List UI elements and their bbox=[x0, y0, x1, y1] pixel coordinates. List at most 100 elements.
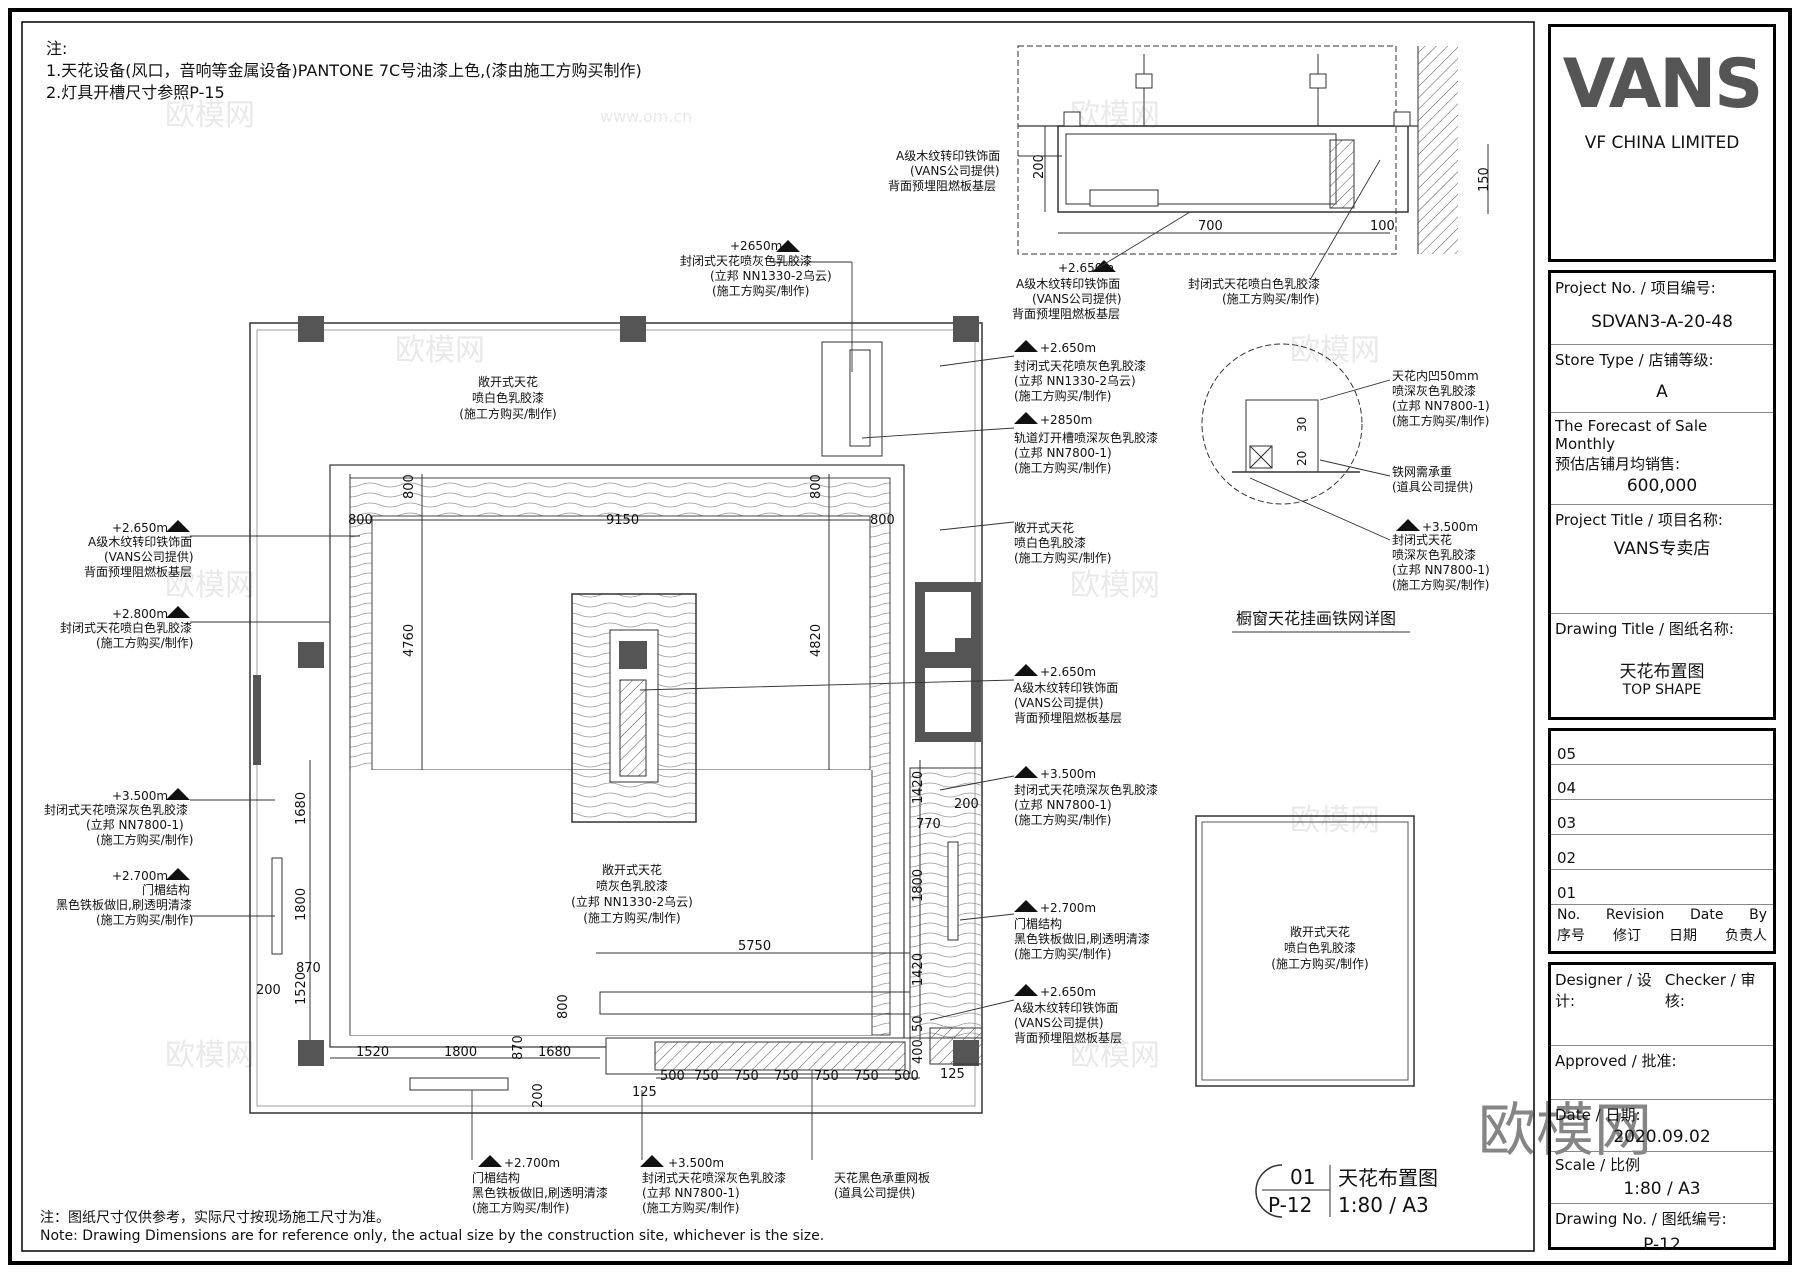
room-label-line: (施工方购买/制作) bbox=[459, 406, 556, 421]
light-fitting bbox=[1089, 189, 1159, 207]
column bbox=[953, 316, 979, 342]
elevation-label: +2.800m bbox=[112, 607, 168, 621]
dim-label: 4820 bbox=[809, 624, 824, 657]
designer-label: Designer / 设计: bbox=[1555, 971, 1652, 1010]
leader-lines bbox=[190, 261, 1015, 1160]
track-light-slot bbox=[849, 349, 871, 447]
drawing-no-label: Drawing No. / 图纸编号: bbox=[1555, 1210, 1727, 1228]
annotation-line: (道具公司提供) bbox=[1392, 479, 1473, 494]
approval-panel: Designer / 设计: Checker / 审核: Approved / … bbox=[1548, 962, 1776, 1255]
annotation-line: (施工方购买/制作) bbox=[1014, 550, 1111, 565]
dim-label: 4760 bbox=[402, 624, 417, 657]
project-no-label: Project No. / 项目编号: bbox=[1555, 279, 1716, 297]
detail-circle bbox=[1201, 343, 1363, 505]
annotation-line: (施工方购买/制作) bbox=[642, 1200, 739, 1215]
annotation-line: 封闭式天花喷深灰色乳胶漆 bbox=[642, 1170, 786, 1185]
revision-header: No. Revision Date By bbox=[1551, 905, 1773, 923]
dim-label: 100 bbox=[1370, 219, 1395, 234]
window-room-inner bbox=[1201, 821, 1409, 1081]
annotation-line: (施工方购买/制作) bbox=[1222, 291, 1319, 306]
annotation-line: 封闭式天花喷白色乳胶漆 bbox=[1188, 276, 1320, 291]
annotation-line: (VANS公司提供) bbox=[1014, 1015, 1104, 1030]
drawing-title-label: Drawing Title / 图纸名称: bbox=[1555, 620, 1734, 638]
room-label-line: 喷白色乳胶漆 bbox=[1284, 940, 1356, 955]
dim-label: 750 bbox=[694, 1069, 719, 1084]
forecast-label-cn: 预估店铺月均销售: bbox=[1555, 455, 1681, 473]
dim-label: 200 bbox=[954, 797, 979, 812]
annotation-line: (立邦 NN7800-1) bbox=[642, 1185, 740, 1200]
watermark: 欧模网 bbox=[165, 1038, 255, 1073]
annotation-line: 天花内凹50mm bbox=[1392, 368, 1479, 383]
dim-label: 700 bbox=[1198, 219, 1223, 234]
annotation-line: (施工方购买/制作) bbox=[472, 1200, 569, 1215]
dim-label: 1800 bbox=[911, 869, 926, 902]
room-label-line: 喷灰色乳胶漆 bbox=[596, 878, 668, 893]
drawing-stamp: 01 P-12 天花布置图 1:80 / A3 bbox=[1255, 1164, 1438, 1218]
wall-segment bbox=[253, 675, 261, 765]
elevation-label: +2.650m bbox=[1040, 341, 1096, 355]
watermark: 欧模网 bbox=[395, 333, 485, 368]
dim-label: 1800 bbox=[294, 888, 309, 921]
annotation-line: 黑色铁板做旧,刷透明清漆 bbox=[56, 897, 192, 912]
dim-label: 1800 bbox=[444, 1045, 477, 1060]
dim-label: 125 bbox=[940, 1067, 965, 1082]
annotation-line: 封闭式天花 bbox=[1392, 532, 1452, 547]
revision-header-cn: 序号 修订 日期 负责人 bbox=[1551, 923, 1773, 945]
dimension-lines bbox=[309, 474, 921, 1079]
elevation-label: +2.700m bbox=[112, 869, 168, 883]
date-value: 2020.09.02 bbox=[1613, 1127, 1711, 1147]
stamp-number: 01 bbox=[1290, 1165, 1315, 1189]
elevation-label: +3.500m bbox=[668, 1156, 724, 1170]
room-label-line: 敞开式天花 bbox=[602, 862, 662, 877]
watermark: 欧模网 bbox=[165, 98, 255, 133]
room-label-line: 敞开式天花 bbox=[1290, 924, 1350, 939]
door-header bbox=[947, 841, 959, 941]
annotation-line: 封闭式天花喷深灰色乳胶漆 bbox=[44, 802, 188, 817]
rev-header-date: Date bbox=[1690, 907, 1724, 923]
window-room-outline bbox=[1195, 815, 1415, 1087]
revision-row: 05 bbox=[1551, 731, 1773, 765]
watermark-url: www.om.cn bbox=[600, 107, 692, 126]
annotation-line: (施工方购买/制作) bbox=[712, 283, 809, 298]
annotation-line: A级木纹转印铁饰面 bbox=[896, 148, 1000, 163]
elevation-label: +2.650m bbox=[1040, 665, 1096, 679]
dim-label: 800 bbox=[809, 474, 824, 499]
stamp-scale: 1:80 / A3 bbox=[1338, 1193, 1429, 1217]
dim-label: 1680 bbox=[294, 792, 309, 825]
watermark: 欧模网 bbox=[1070, 568, 1160, 603]
annotation-line: (立邦 NN7800-1) bbox=[1392, 398, 1490, 413]
island-column bbox=[619, 641, 647, 669]
annotation-line: 天花黑色承重网板 bbox=[834, 1170, 930, 1185]
annotation-line: (施工方购买/制作) bbox=[96, 912, 193, 927]
annotation-line: (施工方购买/制作) bbox=[96, 832, 193, 847]
rev-header-date-cn: 日期 bbox=[1669, 928, 1697, 944]
annotation-line: (立邦 NN7800-1) bbox=[1014, 797, 1112, 812]
elevation-label: +2650m bbox=[730, 239, 782, 253]
ceiling-plan bbox=[249, 316, 983, 1114]
annotation-line: A级木纹转印铁饰面 bbox=[1016, 276, 1120, 291]
annotation-line: 喷白色乳胶漆 bbox=[1014, 535, 1086, 550]
annotation-line: 黑色铁板做旧,刷透明清漆 bbox=[1014, 931, 1150, 946]
dim-label: 800 bbox=[402, 474, 417, 499]
annotation-line: 背面预埋阻燃板基层 bbox=[1014, 1030, 1122, 1045]
elevation-label: +2.650m bbox=[1058, 261, 1114, 275]
forecast-value: 600,000 bbox=[1626, 476, 1698, 496]
annotation-line: 门楣结构 bbox=[472, 1170, 520, 1185]
annotation-line: (VANS公司提供) bbox=[1014, 695, 1104, 710]
annotation-line: 黑色铁板做旧,刷透明清漆 bbox=[472, 1185, 608, 1200]
annotation-line: (施工方购买/制作) bbox=[1014, 388, 1111, 403]
forecast-label: The Forecast of Sale Monthly bbox=[1555, 417, 1708, 453]
drawing-title-en: TOP SHAPE bbox=[1622, 682, 1702, 698]
project-info-panel: Project No. / 项目编号: SDVAN3-A-20-48 Store… bbox=[1548, 270, 1776, 720]
hanger bbox=[1135, 73, 1153, 89]
stamp-title: 天花布置图 bbox=[1338, 1166, 1438, 1190]
section-detail: 200 150 700 100 bbox=[1017, 45, 1492, 281]
dim-label: 5750 bbox=[738, 939, 771, 954]
logo-panel: VANS VF CHINA LIMITED bbox=[1548, 24, 1776, 262]
watermark: 欧模网 bbox=[1290, 333, 1380, 368]
project-no: SDVAN3-A-20-48 bbox=[1591, 312, 1733, 332]
annotation-line: (VANS公司提供) bbox=[104, 549, 194, 564]
annotation-line: 喷深灰色乳胶漆 bbox=[1392, 547, 1476, 562]
revision-row: 03 bbox=[1551, 800, 1773, 835]
stamp-sheet: P-12 bbox=[1268, 1193, 1312, 1217]
